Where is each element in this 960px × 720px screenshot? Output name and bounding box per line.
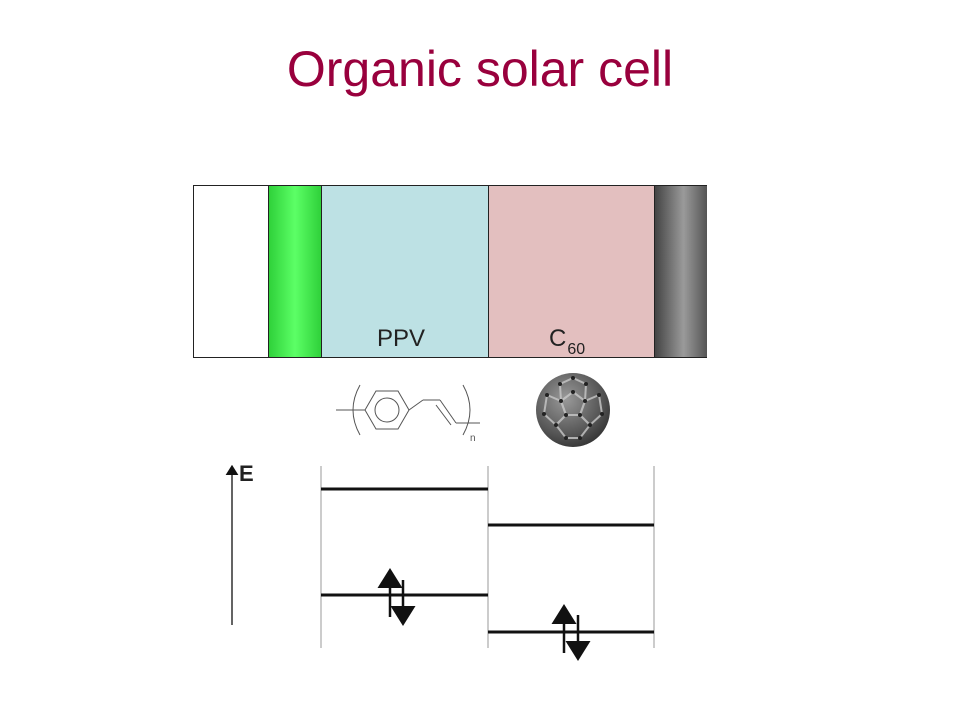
energy-axis-label: E <box>239 461 254 486</box>
repeat-unit-label: n <box>470 433 476 444</box>
c60-label-main: C <box>549 325 567 352</box>
c60-label: C60 <box>549 325 585 358</box>
slide-title: Organic solar cell <box>286 41 674 97</box>
metal-electrode-layer <box>655 186 707 357</box>
device-stack <box>193 185 707 358</box>
ppv-label: PPV <box>377 325 426 352</box>
c60-layer <box>489 186 655 357</box>
c60-label-subscript: 60 <box>567 341 586 358</box>
glass-substrate-layer <box>194 186 269 357</box>
ito-electrode-layer <box>269 186 322 357</box>
ppv-layer <box>322 186 489 357</box>
